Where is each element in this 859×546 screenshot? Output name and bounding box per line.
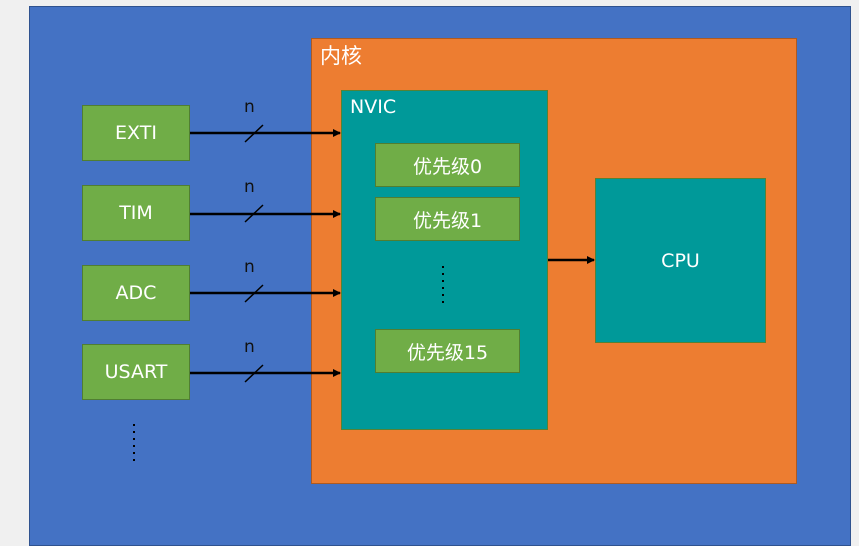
source-adc-label: ADC — [115, 282, 157, 304]
priority-1-label: 优先级1 — [412, 209, 483, 232]
bus-slash-icon — [244, 364, 264, 383]
priority-0-box: 优先级0 — [375, 143, 520, 187]
source-adc-box: ADC — [82, 265, 190, 321]
source-usart-label: USART — [104, 361, 168, 383]
priority-0-label: 优先级0 — [412, 155, 483, 178]
arrow-tim-to-nvic — [190, 204, 341, 223]
priority-15-box: 优先级15 — [375, 329, 520, 373]
priority-15-label: 优先级15 — [406, 341, 489, 364]
source-tim-box: TIM — [82, 185, 190, 241]
source-exti-label: EXTI — [115, 122, 157, 144]
bus-slash-icon — [244, 284, 264, 303]
priority-1-box: 优先级1 — [375, 197, 520, 241]
source-tim-label: TIM — [119, 202, 153, 224]
arrow-adc-to-nvic — [190, 284, 341, 303]
arrow-exti-to-nvic — [190, 124, 341, 143]
bus-slash-icon — [244, 204, 264, 223]
bus-width-label-exti: n — [244, 97, 255, 117]
bus-width-label-tim: n — [244, 177, 255, 197]
source-exti-box: EXTI — [82, 105, 190, 161]
core-label: 内核 — [320, 44, 362, 68]
cpu-block: CPU — [595, 178, 766, 343]
cpu-label: CPU — [661, 249, 700, 272]
nvic-label: NVIC — [350, 96, 397, 118]
bus-width-label-usart: n — [244, 337, 255, 357]
bus-slash-icon — [244, 124, 264, 143]
bus-width-label-adc: n — [244, 257, 255, 277]
arrow-usart-to-nvic — [190, 364, 341, 383]
source-usart-box: USART — [82, 344, 190, 400]
